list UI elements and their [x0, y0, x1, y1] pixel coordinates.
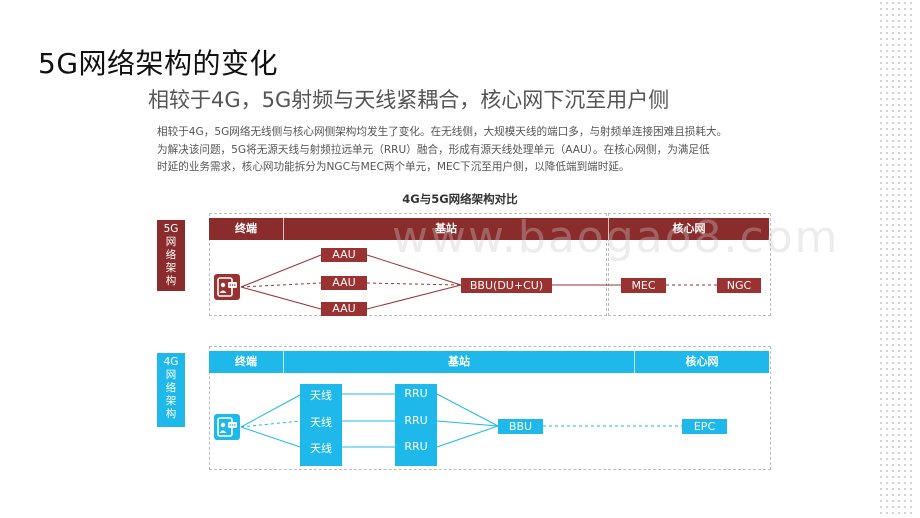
description-paragraph: 相较于4G，5G网络无线侧与核心网侧架构均发生了变化。在无线侧，大规模天线的端口…	[157, 124, 777, 177]
rru-node: RRU	[404, 387, 428, 400]
header-core: 核心网	[685, 355, 719, 368]
header-separator	[283, 351, 284, 373]
antenna-node: 天线	[310, 442, 332, 455]
antenna-node: 天线	[310, 416, 332, 429]
header-terminal: 终端	[235, 355, 257, 368]
label-char: 络	[165, 249, 177, 261]
page-title: 5G网络架构的变化	[38, 47, 279, 80]
rru-node: RRU	[404, 414, 428, 427]
5g-base-station-area	[209, 213, 607, 316]
aau-node: AAU	[321, 302, 367, 316]
paragraph-line: 相较于4G，5G网络无线侧与核心网侧架构均发生了变化。在无线侧，大规模天线的端口…	[157, 126, 728, 138]
label-char: 络	[165, 382, 177, 394]
4g-area	[209, 346, 771, 470]
diagram-title: 4G与5G网络架构对比	[402, 192, 518, 206]
bbu-du-cu-node: BBU(DU+CU)	[461, 278, 552, 293]
page-subtitle: 相较于4G，5G射频与天线紧耦合，核心网下沉至用户侧	[148, 88, 670, 112]
aau-node: AAU	[321, 276, 367, 290]
terminal-device-icon	[214, 274, 240, 300]
5g-row-label: 5G 网 络 架 构	[157, 220, 185, 291]
header-terminal: 终端	[235, 222, 257, 235]
label-char: 构	[165, 275, 177, 287]
header-core: 核心网	[672, 222, 706, 235]
label-char: 4G	[163, 356, 179, 368]
aau-node: AAU	[321, 248, 367, 262]
5g-header-bar: 终端 基站 核心网	[209, 218, 769, 240]
watermark: www.baogao8.com	[392, 212, 840, 263]
antenna-group: 天线 天线 天线	[300, 384, 342, 466]
header-base-station: 基站	[435, 222, 457, 235]
label-char: 5G	[163, 223, 179, 235]
header-separator	[283, 218, 284, 240]
label-char: 架	[165, 262, 177, 274]
bbu-node: BBU	[498, 419, 543, 434]
header-separator	[634, 351, 635, 373]
ngc-node: NGC	[717, 278, 761, 293]
label-char: 架	[165, 395, 177, 407]
rru-group: RRU RRU RRU	[395, 384, 437, 466]
mec-node: MEC	[621, 278, 666, 293]
4g-row-label: 4G 网 络 架 构	[157, 353, 185, 427]
antenna-node: 天线	[310, 389, 332, 402]
paragraph-line: 为解决该问题，5G将无源天线与射频拉远单元（RRU）融合，形成有源天线处理单元（…	[157, 143, 710, 156]
rru-node: RRU	[404, 440, 428, 453]
5g-core-area	[608, 213, 771, 316]
terminal-device-icon	[214, 414, 240, 440]
header-separator	[608, 218, 609, 240]
header-base-station: 基站	[448, 355, 470, 368]
label-char: 构	[165, 408, 177, 420]
paragraph-line: 时延的业务需求，核心网功能拆分为NGC与MEC两个单元，MEC下沉至用户侧，以降…	[157, 161, 630, 173]
label-char: 网	[165, 236, 177, 248]
epc-node: EPC	[682, 419, 727, 434]
dot-pattern-decoration	[878, 0, 912, 518]
4g-header-bar: 终端 基站 核心网	[209, 351, 769, 373]
label-char: 网	[165, 369, 177, 381]
